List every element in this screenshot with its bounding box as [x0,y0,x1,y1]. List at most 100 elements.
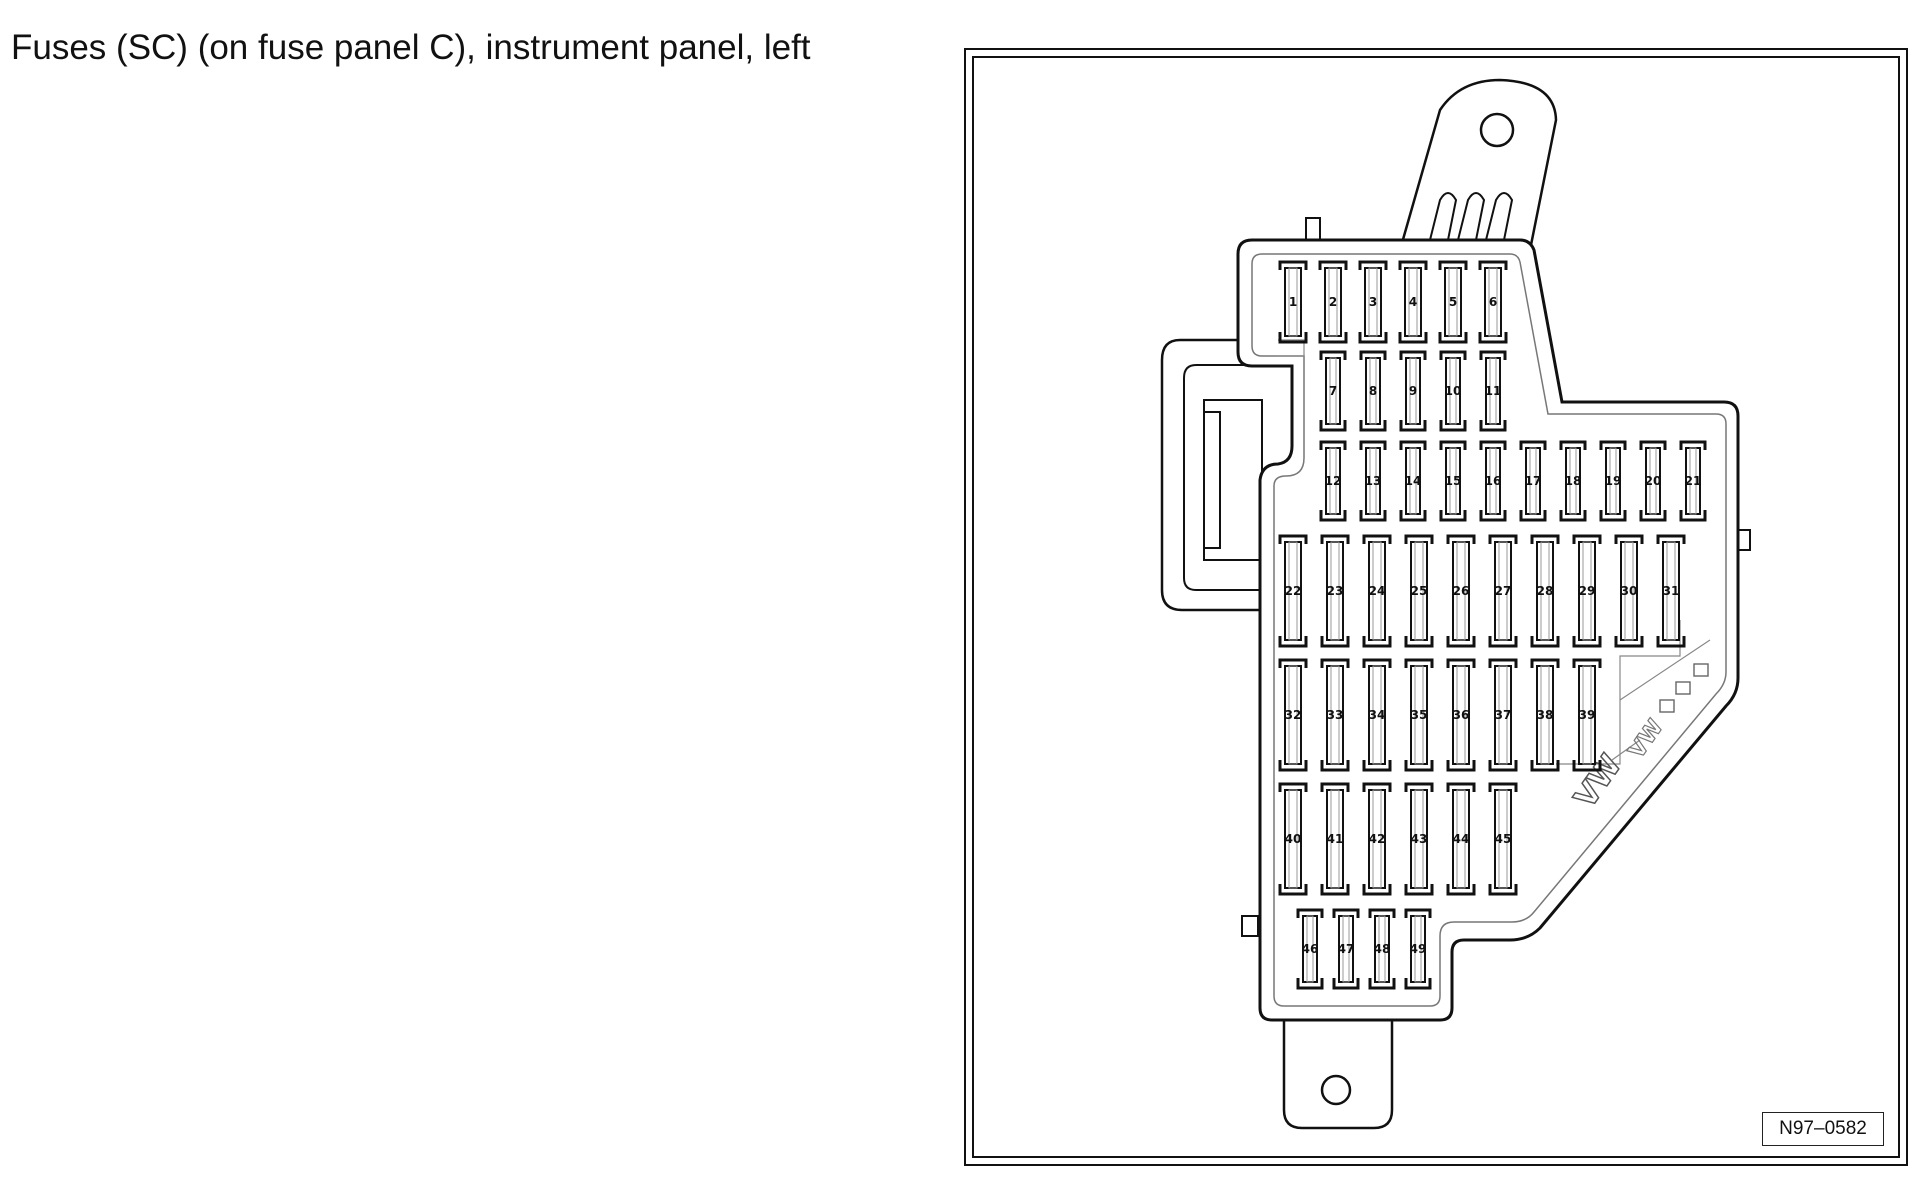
fuse-slot-23: 23 [1320,534,1350,648]
fuse-number-label: 9 [1409,384,1417,398]
fuse-slot-45: 45 [1488,782,1518,896]
fuse-number-label: 28 [1537,584,1554,598]
fuse-number-label: 3 [1369,295,1377,309]
fuse-slot-11: 11 [1479,350,1507,432]
mounting-tab-top [1398,78,1558,252]
fuse-slot-29: 29 [1572,534,1602,648]
left-bracket [1160,338,1262,612]
mounting-hole-bottom [1320,1074,1352,1106]
fuse-number-label: 24 [1369,584,1386,598]
fuse-slot-12: 12 [1319,440,1347,522]
fuse-slot-24: 24 [1362,534,1392,648]
fuse-number-label: 29 [1579,584,1596,598]
fuse-slot-21: 21 [1679,440,1707,522]
fuse-slot-8: 8 [1359,350,1387,432]
fuse-number-label: 19 [1605,474,1622,488]
fuse-slot-28: 28 [1530,534,1560,648]
fuse-number-label: 11 [1485,384,1502,398]
fuse-number-label: 18 [1565,474,1582,488]
fuse-slot-44: 44 [1446,782,1476,896]
fuse-number-label: 17 [1525,474,1542,488]
fuse-number-label: 23 [1327,584,1344,598]
fuse-number-label: 31 [1663,584,1680,598]
fuse-number-label: 33 [1327,708,1344,722]
fuse-number-label: 40 [1285,832,1302,846]
fuse-slot-4: 4 [1398,260,1428,344]
fuse-number-label: 6 [1489,295,1497,309]
page-title: Fuses (SC) (on fuse panel C), instrument… [11,28,811,67]
fuse-panel-inner-wall [1251,253,1727,1007]
fuse-slot-17: 17 [1519,440,1547,522]
fuse-number-label: 41 [1327,832,1344,846]
fuse-slot-10: 10 [1439,350,1467,432]
fuse-slot-9: 9 [1399,350,1427,432]
fuse-slot-27: 27 [1488,534,1518,648]
fuse-number-label: 48 [1374,942,1391,956]
housing-small-marks [1659,663,1709,713]
fuse-slot-20: 20 [1639,440,1667,522]
fuse-number-label: 32 [1285,708,1302,722]
fuse-slot-42: 42 [1362,782,1392,896]
fuse-number-label: 21 [1685,474,1702,488]
fuse-slot-49: 49 [1404,908,1432,990]
fuse-number-label: 20 [1645,474,1662,488]
fuse-slot-36: 36 [1446,658,1476,772]
fuse-slot-40: 40 [1278,782,1308,896]
fuse-number-label: 49 [1410,942,1427,956]
fuse-slot-13: 13 [1359,440,1387,522]
fuse-slot-1: 1 [1278,260,1308,344]
fuse-slot-15: 15 [1439,440,1467,522]
fuse-number-label: 46 [1302,942,1319,956]
fuse-slot-25: 25 [1404,534,1434,648]
figure-frame-inner [972,56,1900,1158]
fuse-slot-31: 31 [1656,534,1686,648]
fuse-number-label: 25 [1411,584,1428,598]
fuse-number-label: 4 [1409,295,1417,309]
fuse-slot-3: 3 [1358,260,1388,344]
fuse-number-label: 37 [1495,708,1512,722]
fuse-number-label: 2 [1329,295,1337,309]
fuse-number-label: 47 [1338,942,1355,956]
fuse-number-label: 8 [1369,384,1377,398]
fuse-number-label: 42 [1369,832,1386,846]
fuse-slot-2: 2 [1318,260,1348,344]
fuse-number-label: 38 [1537,708,1554,722]
fuse-number-label: 43 [1411,832,1428,846]
fuse-number-label: 10 [1445,384,1462,398]
fuse-slot-47: 47 [1332,908,1360,990]
figure-reference-code: N97–0582 [1762,1112,1884,1146]
fuse-panel-housing [1236,238,1740,1022]
fuse-slot-39: 39 [1572,658,1602,772]
fuse-number-label: 45 [1495,832,1512,846]
fuse-slot-46: 46 [1296,908,1324,990]
fuse-slot-30: 30 [1614,534,1644,648]
fuse-slot-32: 32 [1278,658,1308,772]
tab-ribs [1429,192,1514,241]
fuse-number-label: 7 [1329,384,1337,398]
fuse-slot-14: 14 [1399,440,1427,522]
fuse-number-label: 44 [1453,832,1470,846]
fuse-number-label: 12 [1325,474,1342,488]
fuse-number-label: 34 [1369,708,1386,722]
fuse-number-label: 26 [1453,584,1470,598]
fuse-number-label: 36 [1453,708,1470,722]
fuse-slot-38: 38 [1530,658,1560,772]
fuse-number-label: 13 [1365,474,1382,488]
fuse-slot-48: 48 [1368,908,1396,990]
mounting-tab-bottom [1282,1018,1394,1130]
fuse-number-label: 22 [1285,584,1302,598]
fuse-number-label: 35 [1411,708,1428,722]
fuse-number-label: 15 [1445,474,1462,488]
fuse-slot-19: 19 [1599,440,1627,522]
fuse-number-label: 39 [1579,708,1596,722]
fuse-slot-5: 5 [1438,260,1468,344]
fuse-slot-34: 34 [1362,658,1392,772]
figure-frame-outer [964,48,1908,1166]
fuse-slot-18: 18 [1559,440,1587,522]
fuse-slot-7: 7 [1319,350,1347,432]
fuse-slot-37: 37 [1488,658,1518,772]
fuse-slot-41: 41 [1320,782,1350,896]
fuse-slot-35: 35 [1404,658,1434,772]
